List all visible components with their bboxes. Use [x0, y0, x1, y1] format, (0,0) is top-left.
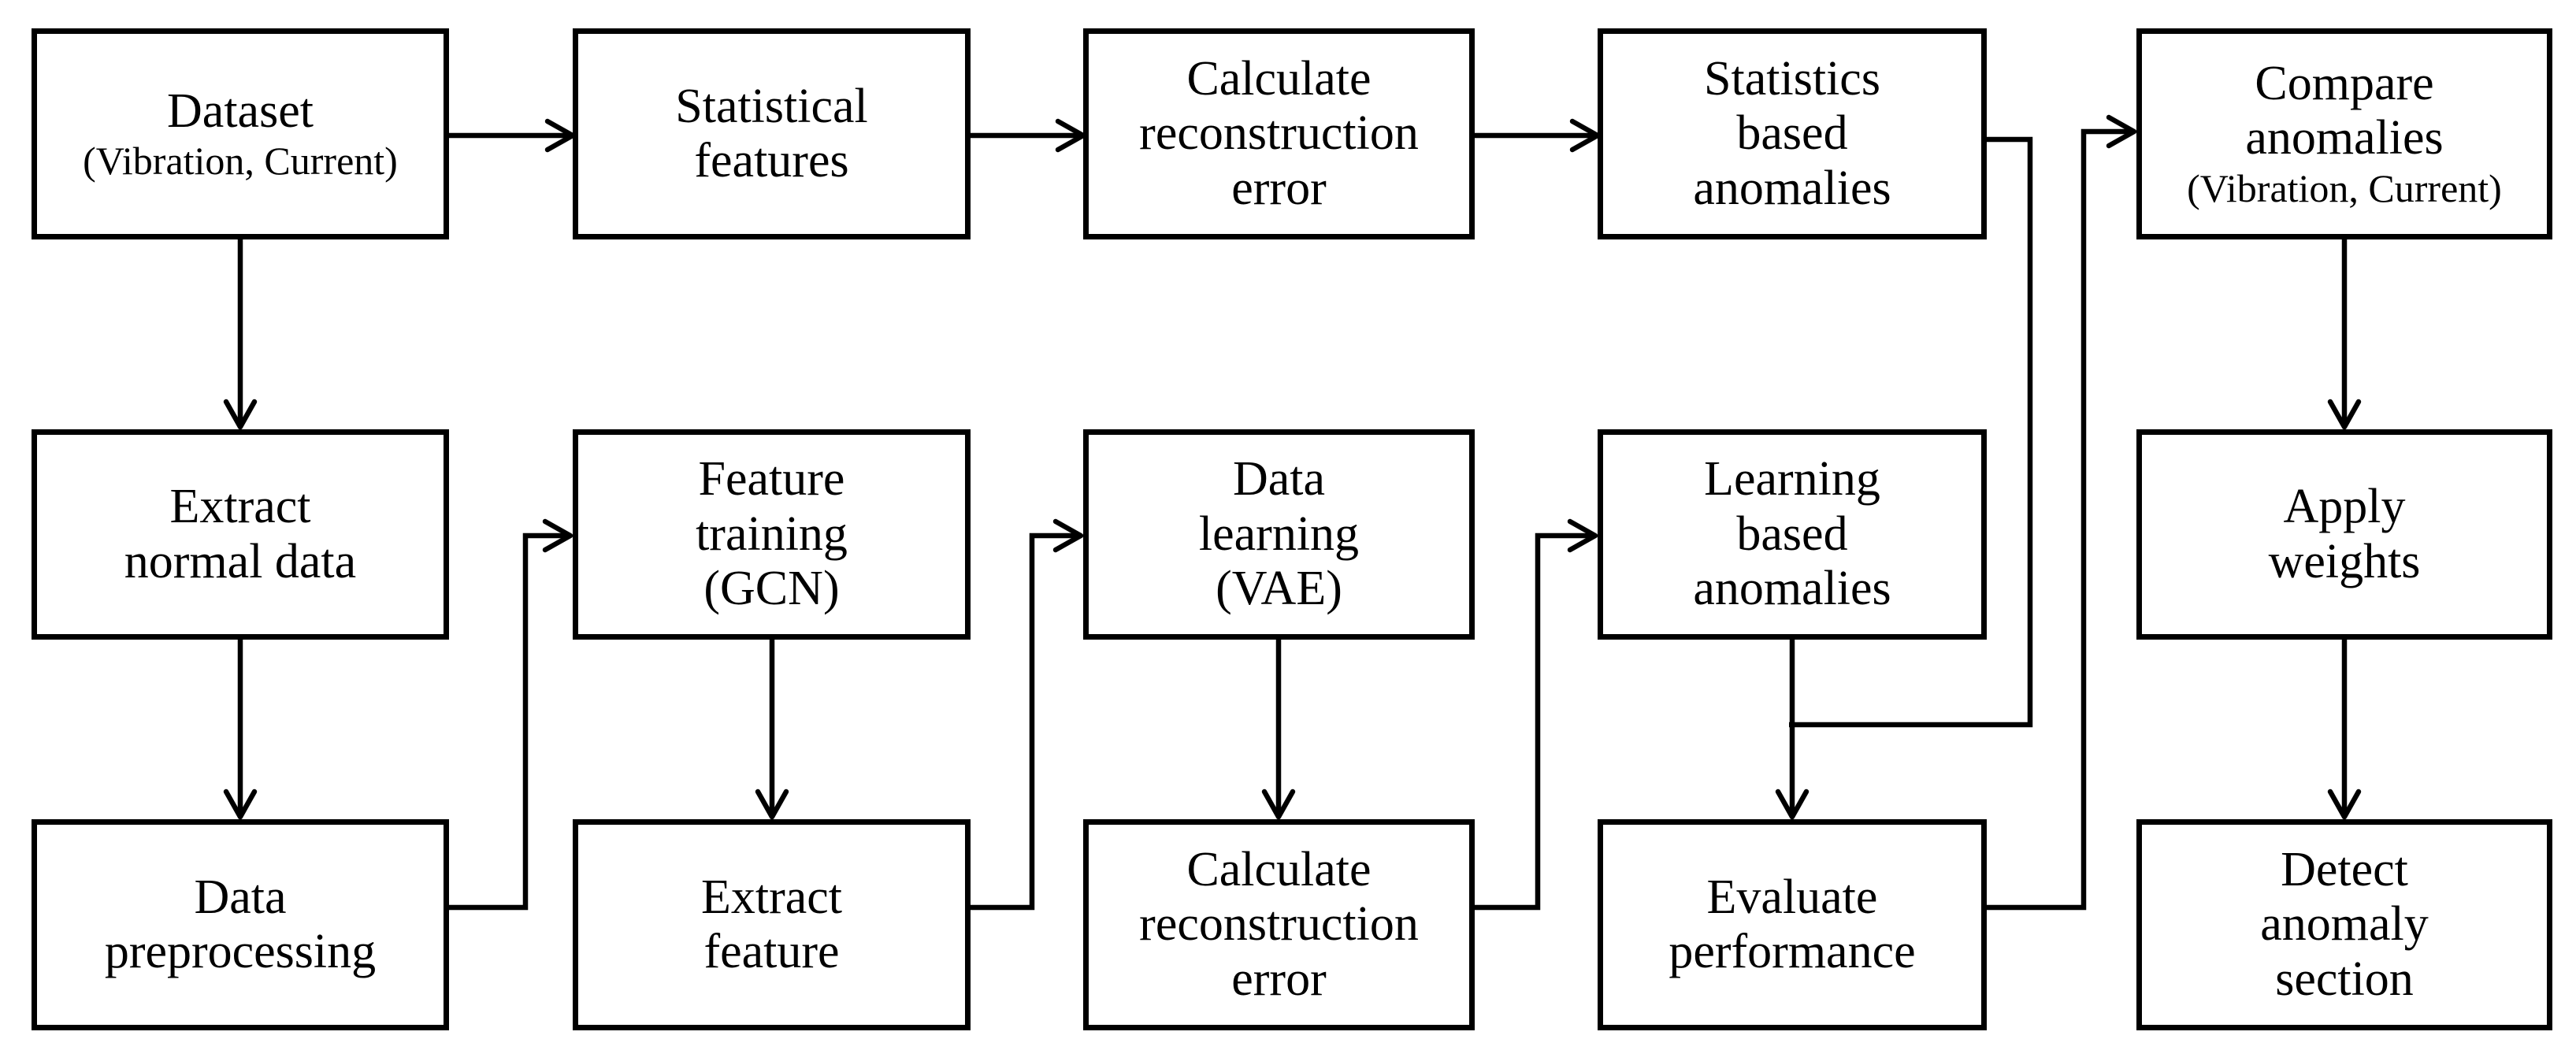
node-compare-anomalies-label-1: Compare [2255, 56, 2434, 110]
node-learning-based-anomalies: Learning based anomalies [1598, 429, 1987, 640]
node-feature-training-label-3: (GCN) [703, 562, 840, 616]
node-data-preprocessing-label-1: Data [194, 870, 287, 924]
node-dataset-label: Dataset [167, 83, 314, 138]
node-detect-anomaly-section-label-3: section [2275, 952, 2414, 1006]
node-calc-recon-error-2-label-1: Calculate [1186, 842, 1372, 896]
node-apply-weights-label-1: Apply [2283, 480, 2406, 534]
node-statistical-features-label-2: features [694, 134, 849, 187]
node-apply-weights: Apply weights [2136, 429, 2552, 640]
node-learning-based-anomalies-label-1: Learning [1704, 452, 1880, 507]
node-apply-weights-label-2: weights [2268, 534, 2421, 588]
node-feature-training-gcn: Feature training (GCN) [573, 429, 971, 640]
node-data-learning-vae: Data learning (VAE) [1083, 429, 1475, 640]
node-learning-based-anomalies-label-3: anomalies [1693, 562, 1891, 616]
edge-calculate-reconstruction-error-2-to-learning-based-anomalies [1475, 518, 1598, 911]
node-calc-recon-error-2-label-3: error [1231, 952, 1327, 1006]
node-calc-recon-error-1-label-1: Calculate [1186, 51, 1372, 106]
node-extract-feature: Extract feature [573, 819, 971, 1030]
node-calc-recon-error-1-label-2: reconstruction [1139, 106, 1419, 161]
node-detect-anomaly-section-label-1: Detect [2281, 842, 2408, 896]
node-data-learning-label-1: Data [1232, 452, 1326, 507]
node-dataset-sublabel: (Vibration, Current) [83, 138, 398, 183]
node-statistics-based-anomalies-label-3: anomalies [1693, 161, 1891, 215]
node-extract-normal-data: Extract normal data [32, 429, 449, 640]
node-statistics-based-anomalies-label-1: Statistics [1704, 51, 1880, 106]
edge-statistics-based-anomalies-to-evaluate-performance [1789, 136, 2033, 728]
node-feature-training-label-2: training [696, 507, 848, 561]
node-compare-anomalies-label-2: anomalies [2245, 111, 2444, 165]
node-extract-feature-label-1: Extract [700, 870, 842, 924]
node-learning-based-anomalies-label-2: based [1736, 507, 1848, 561]
node-data-learning-label-2: learning [1198, 507, 1360, 561]
node-statistics-based-anomalies: Statistics based anomalies [1598, 28, 1987, 239]
node-calc-recon-error-1-label-3: error [1231, 161, 1327, 215]
node-evaluate-performance: Evaluate performance [1598, 819, 1987, 1030]
edge-data-preprocessing-to-feature-training [449, 518, 573, 911]
node-dataset: Dataset (Vibration, Current) [32, 28, 449, 239]
node-statistical-features-label-1: Statistical [675, 79, 868, 133]
node-feature-training-label-1: Feature [698, 452, 845, 507]
node-detect-anomaly-section-label-2: anomaly [2260, 897, 2429, 952]
node-extract-normal-data-label-1: Extract [169, 480, 311, 534]
node-data-learning-label-3: (VAE) [1216, 562, 1342, 616]
node-extract-normal-data-label-2: normal data [124, 534, 357, 588]
node-calculate-reconstruction-error-2: Calculate reconstruction error [1083, 819, 1475, 1030]
node-statistics-based-anomalies-label-2: based [1736, 106, 1848, 161]
node-compare-anomalies-sublabel: (Vibration, Current) [2187, 165, 2502, 210]
node-calc-recon-error-2-label-2: reconstruction [1139, 897, 1419, 952]
node-data-preprocessing: Data preprocessing [32, 819, 449, 1030]
edge-extract-feature-to-data-learning [971, 518, 1084, 911]
node-statistical-features: Statistical features [573, 28, 971, 239]
node-compare-anomalies: Compare anomalies (Vibration, Current) [2136, 28, 2552, 239]
node-data-preprocessing-label-2: preprocessing [104, 925, 377, 978]
node-evaluate-performance-label-2: performance [1668, 925, 1916, 978]
node-calculate-reconstruction-error-1: Calculate reconstruction error [1083, 28, 1475, 239]
node-extract-feature-label-2: feature [703, 925, 840, 978]
edge-evaluate-performance-to-compare-anomalies [1987, 114, 2137, 911]
node-detect-anomaly-section: Detect anomaly section [2136, 819, 2552, 1030]
node-evaluate-performance-label-1: Evaluate [1706, 870, 1878, 924]
